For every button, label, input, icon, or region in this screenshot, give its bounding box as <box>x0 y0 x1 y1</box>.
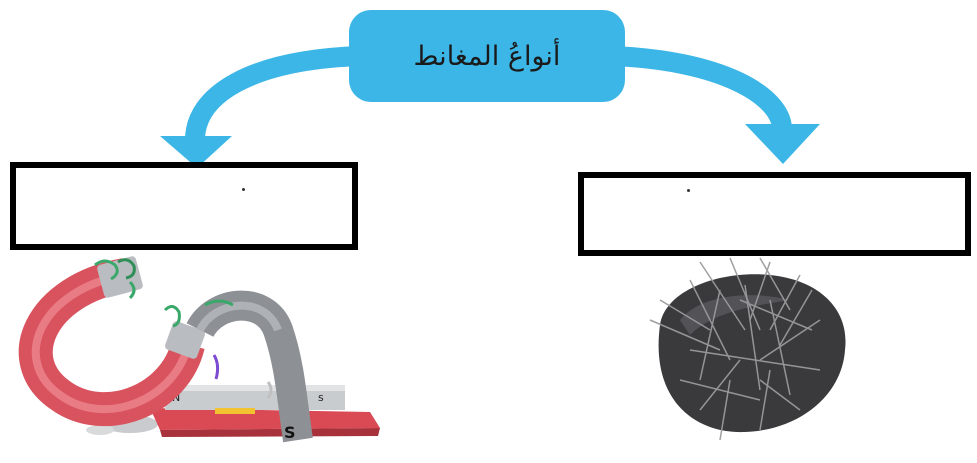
diagram-title: أنواعُ المغانط <box>414 41 561 72</box>
answer-box-left[interactable] <box>10 162 358 250</box>
title-pill: أنواعُ المغانط <box>349 10 625 102</box>
stray-dot <box>242 188 245 191</box>
stray-dot <box>687 189 690 192</box>
answer-box-right[interactable] <box>578 172 971 256</box>
